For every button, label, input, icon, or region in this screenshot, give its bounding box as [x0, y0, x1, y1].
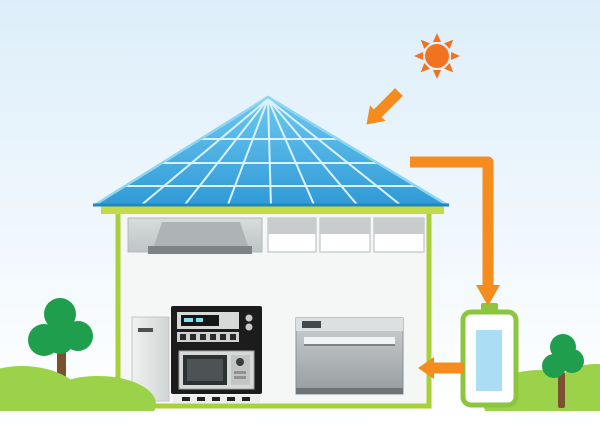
vent-dash [242, 397, 250, 401]
roof-edge-highlight [92, 95, 450, 208]
arrow-elbow-down-icon [410, 156, 500, 306]
bush-left [0, 366, 156, 411]
microwave-knob [236, 358, 244, 366]
sun-ray [433, 33, 441, 42]
microwave [178, 350, 255, 390]
window-pane-top [374, 218, 424, 234]
storage-battery [460, 303, 519, 408]
oven-microwave-stack [171, 306, 262, 403]
range-hood-body [154, 222, 248, 246]
vent-dash [212, 397, 220, 401]
button [210, 334, 216, 340]
range-hood-bar [148, 246, 252, 254]
dishwasher-display [302, 321, 321, 328]
display-segment [184, 318, 193, 322]
right-windows [267, 217, 425, 253]
button-strip [177, 332, 239, 342]
microwave-window-inner [187, 359, 223, 381]
sun-ray [444, 39, 454, 49]
arrow-elbow-head [476, 285, 500, 306]
sun-ray [451, 52, 460, 60]
arrow-down-left-icon [366, 88, 403, 125]
display-segment [196, 318, 203, 322]
tree-crown [28, 298, 93, 356]
house [115, 208, 432, 409]
second-floor-windows [127, 217, 425, 254]
vent-dash [227, 397, 235, 401]
dishwasher-base [296, 388, 403, 394]
tree-crown [542, 334, 584, 378]
window-pane-top [268, 218, 316, 234]
kitchen-appliances [131, 306, 404, 403]
sun-ray [433, 70, 441, 79]
dishwasher-top-strip [296, 318, 403, 331]
tree-left [28, 298, 93, 404]
greenery [0, 298, 600, 411]
sun-icon [414, 33, 460, 79]
sun-ray [420, 39, 430, 49]
sun-ray [444, 63, 454, 73]
energy-flow-arrows [366, 88, 500, 379]
arrow-left-icon [418, 357, 464, 379]
vent-dash [197, 397, 205, 401]
dishwasher-handle-shadow [304, 344, 395, 346]
button [200, 334, 206, 340]
button [180, 334, 186, 340]
range-hood [148, 222, 252, 254]
dishwasher [295, 317, 404, 395]
sun-core [425, 44, 449, 68]
microwave-button [234, 376, 246, 379]
sun-ray [420, 63, 430, 73]
arrow-elbow-shaft [410, 156, 494, 287]
window-pane-top [320, 218, 370, 234]
sun-ray [414, 52, 423, 60]
button [190, 334, 196, 340]
dishwasher-handle [304, 337, 395, 344]
battery-charge-level [476, 330, 502, 391]
microwave-button [234, 371, 246, 374]
tree-right [542, 334, 584, 408]
roof-face [93, 97, 449, 206]
tree-trunk [558, 372, 565, 408]
refrigerator-handle [138, 328, 153, 332]
knob [245, 314, 253, 322]
button [220, 334, 226, 340]
button [230, 334, 236, 340]
knob [245, 323, 253, 331]
vent-dash [182, 397, 190, 401]
